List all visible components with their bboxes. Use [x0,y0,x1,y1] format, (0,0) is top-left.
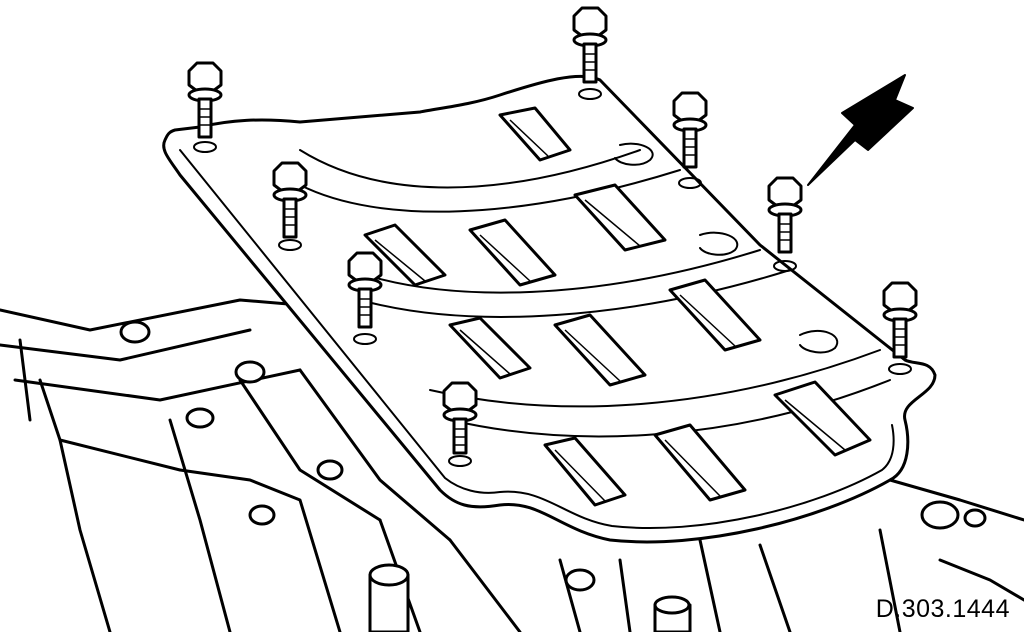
reference-code: D.303.1444 [875,595,1010,623]
indicator-arrow [807,74,914,186]
baffle-plate [162,74,937,544]
engine-block [0,298,1024,632]
flange-bolt [187,6,918,467]
